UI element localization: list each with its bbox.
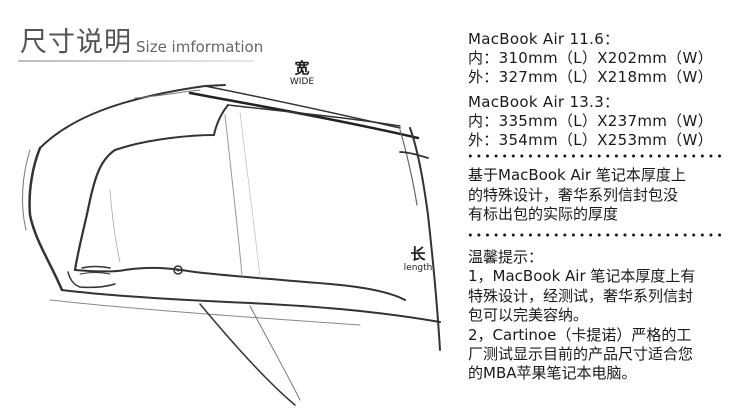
title-chinese: 尺寸说明 [20, 27, 132, 58]
tips-line: 的MBA苹果笔记本电脑。 [468, 364, 637, 383]
length-dimension-label: 长 length [398, 246, 438, 274]
description-line: 有标出包的实际的厚度 [468, 205, 619, 223]
dotted-divider [466, 233, 724, 237]
tips-line: 特殊设计，经测试，奢华系列信封 [468, 286, 694, 305]
length-label-cn: 长 [410, 245, 426, 263]
dotted-divider [466, 154, 724, 158]
tips-line: 2，Cartinoe（卡提诺）严格的工 [468, 325, 692, 344]
wide-label-en: WIDE [289, 77, 315, 87]
warm-tips: 温馨提示： 1，MacBook Air 笔记本厚度上有 特殊设计，经测试，奢华系… [468, 248, 728, 384]
size-specs: MacBook Air 11.6： 内：310mm（L）X202mm（W） 外：… [468, 30, 748, 150]
air13-heading: MacBook Air 13.3： [468, 92, 620, 111]
tips-line: 包可以完美容纳。 [468, 306, 589, 325]
air11-heading: MacBook Air 11.6： [468, 30, 620, 48]
air13-inner-size: 内：335mm（L）X237mm（W） [468, 111, 713, 130]
sleeve-sketch-illustration [22, 84, 441, 406]
title-english: Size imformation [136, 38, 264, 56]
tips-line: 厂测试显示目前的产品尺寸适合您 [468, 345, 694, 364]
air11-outer-size: 外：327mm（L）X218mm（W） [468, 68, 713, 87]
tips-line: 1，MacBook Air 笔记本厚度上有 [468, 267, 696, 286]
air11-inner-size: 内：310mm（L）X202mm（W） [468, 49, 713, 68]
air13-outer-size: 外：354mm（L）X253mm（W） [468, 131, 713, 150]
description-line: 基于MacBook Air 笔记本厚度上 [468, 166, 686, 184]
page-title: 尺寸说明 Size imformation [20, 28, 263, 58]
tips-heading: 温馨提示： [468, 248, 544, 266]
length-label-en: length [403, 263, 433, 273]
title-underline [18, 60, 254, 62]
thickness-description: 基于MacBook Air 笔记本厚度上 的特殊设计，奢华系列信封包没 有标出包… [468, 166, 728, 225]
wide-dimension-label: 宽 WIDE [287, 59, 317, 88]
description-line: 的特殊设计，奢华系列信封包没 [468, 185, 679, 204]
wide-label-cn: 宽 [294, 59, 310, 77]
